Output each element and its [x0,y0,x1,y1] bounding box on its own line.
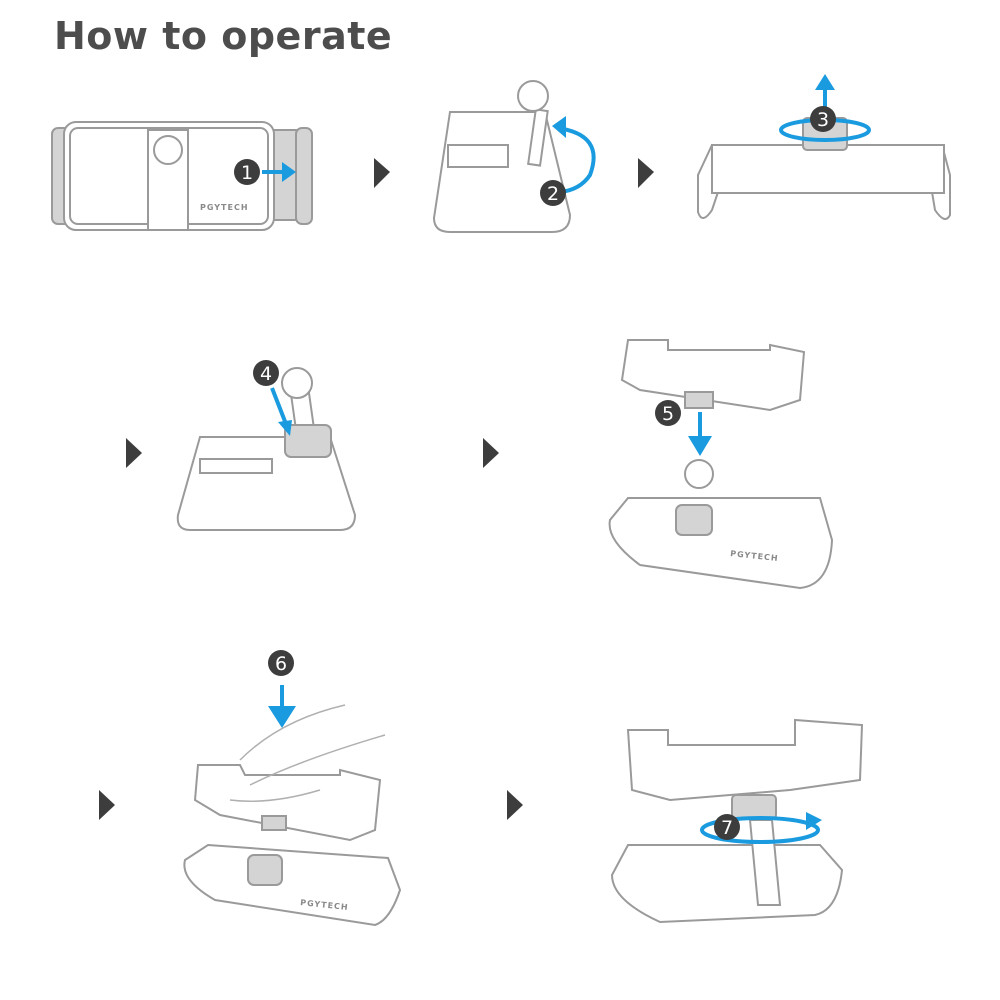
brand-logo: PGYTECH [200,203,249,212]
step-2-illustration [432,80,596,233]
step-badge-1: 1 [234,159,260,185]
svg-text:5: 5 [662,403,674,425]
next-step-arrow-icon [507,790,523,820]
svg-text:1: 1 [241,162,253,184]
svg-text:7: 7 [721,817,733,839]
svg-text:6: 6 [275,653,287,675]
step-badge-7: 7 [714,814,740,840]
step-4-illustration [176,367,357,531]
step-badge-5: 5 [655,400,681,426]
next-step-arrow-icon [374,158,390,188]
step-badge-4: 4 [253,360,279,386]
step-badge-2: 2 [540,180,566,206]
svg-text:4: 4 [260,363,272,385]
next-step-arrow-icon [638,158,654,188]
step-7-illustration [610,718,864,924]
next-step-arrow-icon [483,438,499,468]
step-6-illustration: PGYTECH [183,685,402,927]
next-step-arrow-icon [99,790,115,820]
page-title: How to operate [54,14,393,58]
step-badge-6: 6 [268,650,294,676]
next-step-arrow-icon [126,438,142,468]
svg-text:2: 2 [547,183,559,205]
step-5-illustration: PGYTECH [608,339,834,590]
step-1-illustration: PGYTECH [51,121,313,231]
step-3-illustration [697,74,951,220]
svg-text:3: 3 [817,109,829,131]
step-badge-3: 3 [810,106,836,132]
